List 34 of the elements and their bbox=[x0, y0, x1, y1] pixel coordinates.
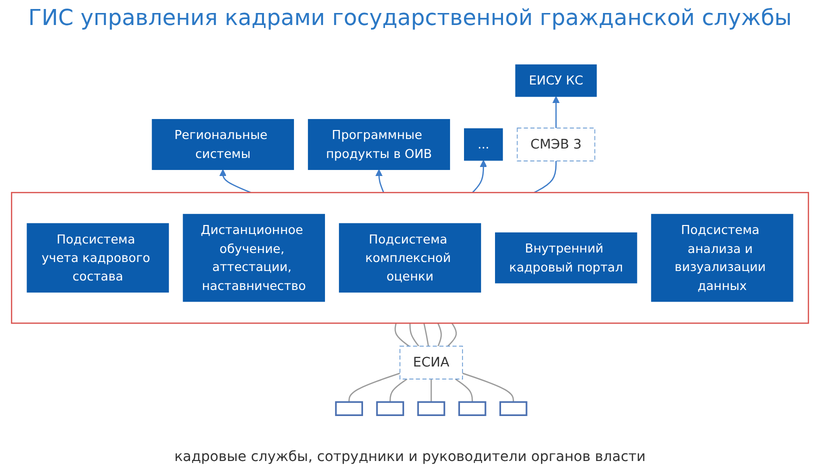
arrow bbox=[552, 96, 560, 128]
connector bbox=[390, 378, 408, 402]
arrow bbox=[219, 169, 252, 194]
connector bbox=[348, 372, 400, 402]
connector bbox=[437, 322, 442, 346]
node-box: Внутренний кадровый портал bbox=[495, 232, 638, 284]
connector bbox=[423, 323, 429, 346]
node-box: ЕИСУ КС bbox=[515, 64, 597, 97]
connector bbox=[534, 160, 557, 194]
node-box: Подсистема учета кадрового состава bbox=[26, 223, 169, 293]
node-laptop bbox=[335, 401, 364, 416]
cluster bbox=[10, 192, 810, 324]
caption: кадровые службы, сотрудники и руководители органов власти bbox=[174, 449, 646, 465]
node-box: ... bbox=[464, 128, 503, 161]
node-box: Программные продукты в ОИВ bbox=[308, 119, 450, 170]
diagram-title: ГИС управления кадрами государственной гражданской службы bbox=[28, 6, 792, 31]
arrow bbox=[472, 160, 488, 193]
connector bbox=[462, 372, 514, 402]
connector bbox=[394, 323, 410, 347]
connector bbox=[409, 323, 420, 347]
node-laptop bbox=[499, 401, 528, 416]
connector bbox=[447, 322, 457, 347]
node-box: СМЭВ 3 bbox=[516, 128, 596, 162]
node-box: Дистанционное обучение, аттестации, наставничество bbox=[182, 214, 325, 302]
node-laptop bbox=[376, 401, 404, 416]
node-box: ЕСИА bbox=[400, 346, 463, 380]
node-box: Региональные системы bbox=[152, 119, 294, 170]
node-box: Подсистема анализа и визуализации данных bbox=[651, 214, 794, 302]
node-laptop bbox=[458, 401, 486, 416]
node-box: Подсистема комплексной оценки bbox=[338, 223, 482, 293]
node-laptop bbox=[417, 401, 446, 416]
arrow bbox=[375, 169, 384, 193]
connector bbox=[455, 378, 473, 402]
connector bbox=[430, 379, 432, 402]
